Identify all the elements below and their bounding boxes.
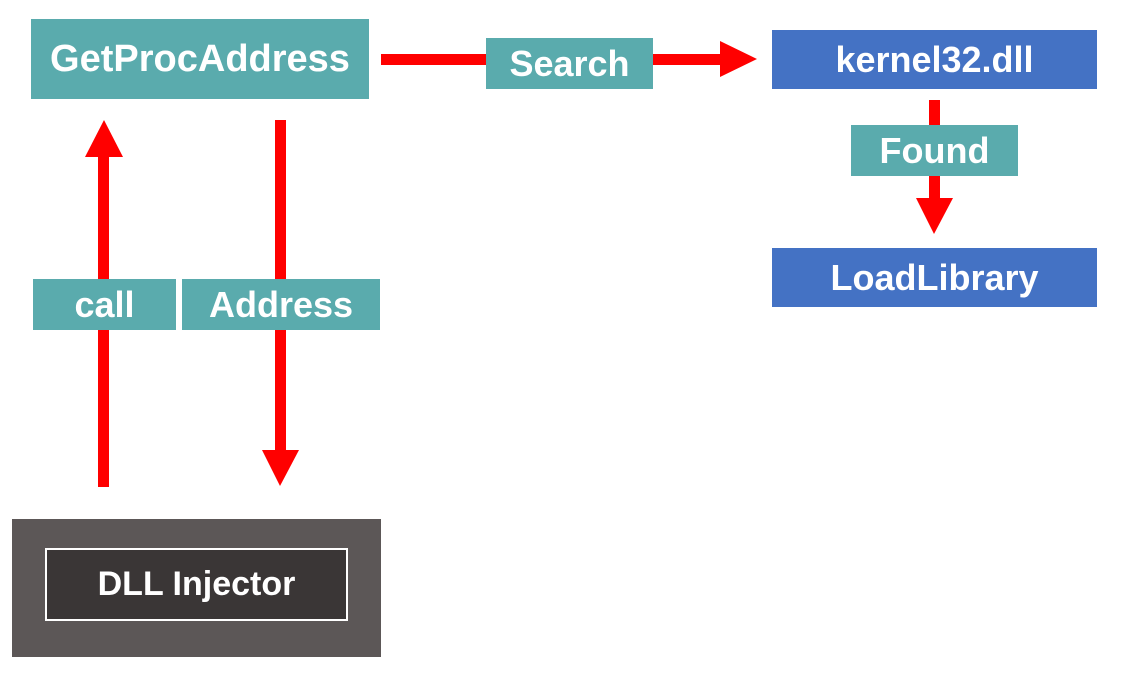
address-label: Address: [208, 283, 354, 325]
kernel32-label: kernel32.dll: [835, 38, 1034, 80]
address-arrow: [262, 120, 299, 486]
getprocaddress-label: GetProcAddress: [50, 37, 350, 80]
kernel32-node: kernel32.dll: [772, 30, 1097, 89]
call-edge-label: call: [33, 279, 176, 330]
dll-injector-label: DLL Injector: [97, 565, 296, 603]
found-arrow: [916, 100, 953, 234]
search-label: Search: [509, 42, 630, 84]
found-edge-label: Found: [851, 125, 1018, 176]
call-arrow: [85, 120, 123, 487]
address-edge-label: Address: [182, 279, 380, 330]
loadlibrary-label: LoadLibrary: [830, 256, 1039, 298]
loadlibrary-node: LoadLibrary: [772, 248, 1097, 307]
search-edge-label: Search: [486, 38, 653, 89]
dll-injector-node: DLL Injector: [45, 548, 348, 621]
search-arrow: [381, 41, 757, 77]
call-label: call: [74, 283, 135, 325]
found-label: Found: [879, 129, 990, 171]
getprocaddress-node: GetProcAddress: [31, 19, 369, 99]
